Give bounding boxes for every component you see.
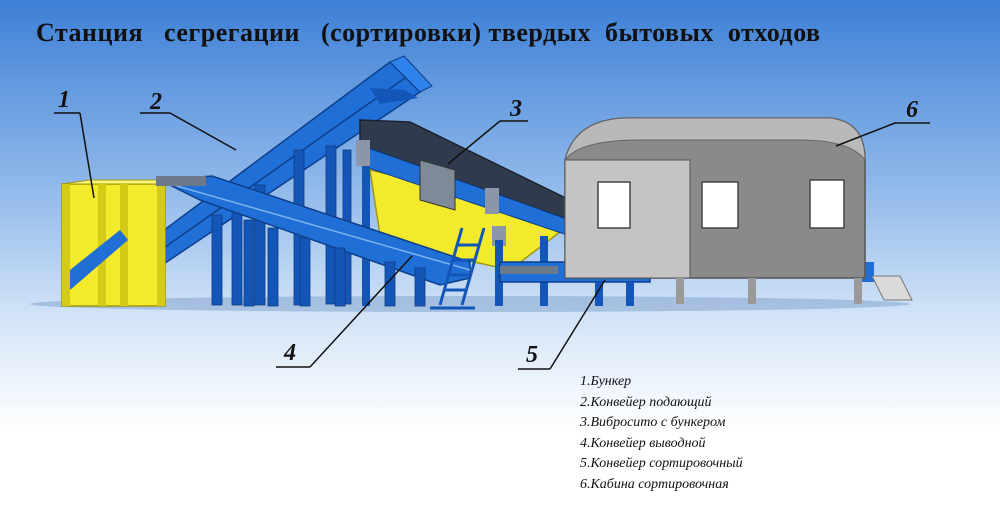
leader-lines bbox=[54, 112, 930, 370]
legend-item: 4.Конвейер выводной bbox=[580, 435, 706, 451]
legend: 1.Бункер 2.Конвейер подающий 3.Вибросито… bbox=[580, 372, 743, 495]
hopper bbox=[61, 179, 186, 307]
output-supports bbox=[243, 219, 426, 307]
callout-1: 1 bbox=[58, 87, 70, 113]
legend-item: 3.Вибросито с бункером bbox=[580, 415, 726, 430]
callout-3: 3 bbox=[510, 96, 522, 122]
callout-6: 6 bbox=[906, 97, 918, 123]
service-ladder bbox=[430, 227, 486, 310]
sorting-cabin bbox=[564, 117, 913, 304]
callout-2: 2 bbox=[150, 89, 162, 115]
page-title: Станция сегрегации (сортировки) твердых … bbox=[36, 18, 821, 47]
legend-item: 6.Кабина сортировочная bbox=[580, 476, 729, 492]
legend-item: 2.Конвейер подающий bbox=[580, 394, 712, 410]
callout-5: 5 bbox=[526, 342, 538, 368]
callout-4: 4 bbox=[284, 340, 296, 366]
legend-item: 1.Бункер bbox=[580, 374, 632, 389]
legend-item: 5.Конвейер сортировочный bbox=[580, 456, 743, 471]
